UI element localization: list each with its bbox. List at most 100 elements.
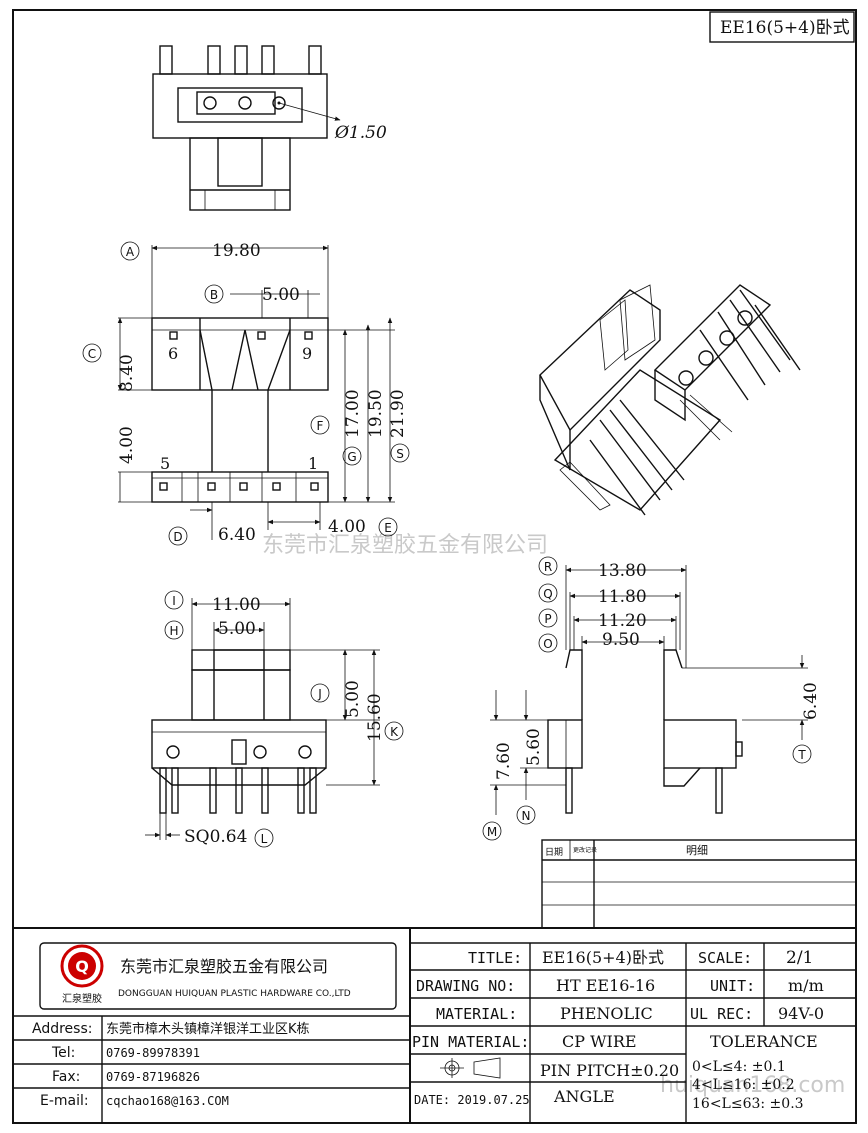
company-name-en: DONGGUAN HUIQUAN PLASTIC HARDWARE CO.,LT… [118, 989, 351, 999]
revision-table: 日期 更改记录 明细 [541, 839, 857, 929]
ul-value: 94V-0 [778, 1004, 824, 1023]
svg-text:L: L [261, 832, 268, 846]
material-label: MATERIAL: [436, 1005, 517, 1023]
unit-label: UNIT: [710, 977, 755, 995]
dim-i-value: 11.00 [212, 595, 261, 615]
fax-label: Fax: [52, 1069, 80, 1085]
svg-text:P: P [544, 612, 551, 626]
projection-symbol-icon [440, 1057, 501, 1079]
sheet-border [12, 9, 857, 1124]
callout-b: B [204, 284, 224, 304]
dim-t-value: 6.40 [801, 682, 821, 720]
title-label: TITLE: [468, 949, 522, 967]
pin-material-label: PIN MATERIAL: [412, 1033, 529, 1051]
watermark-site: huiquan168.com [660, 1073, 845, 1098]
svg-text:K: K [390, 725, 399, 739]
dim-s-value: 21.90 [388, 389, 408, 438]
title-block: Q 汇泉塑胶 东莞市汇泉塑胶五金有限公司 DONGGUAN HUIQUAN PL… [13, 927, 856, 1123]
callout-m: M [482, 821, 502, 841]
svg-text:Q: Q [543, 587, 552, 601]
material-value: PHENOLIC [560, 1004, 653, 1023]
dim-n-value: 5.60 [524, 728, 544, 766]
svg-text:D: D [173, 530, 182, 544]
side-view: 13.80 11.80 11.20 9.50 6.40 7.60 5.60 [490, 561, 821, 815]
svg-text:G: G [347, 450, 356, 464]
pin-pitch: PIN PITCH±0.20 [540, 1061, 679, 1080]
pin-label-6: 6 [168, 344, 178, 363]
angle-label: ANGLE [553, 1087, 615, 1106]
svg-text:C: C [88, 347, 96, 361]
callout-s: S [390, 443, 410, 463]
callout-p: P [538, 608, 558, 628]
front-view: 6 9 5 1 19.80 5.00 8.40 4.00 17.00 19.50… [117, 241, 408, 545]
svg-text:F: F [317, 419, 324, 433]
isometric-view [539, 284, 801, 516]
svg-text:T: T [797, 748, 806, 762]
callout-o: O [538, 633, 558, 653]
pin-label-9: 9 [302, 344, 312, 363]
logo-text: 汇泉塑胶 [62, 992, 102, 1005]
dim-o-value: 9.50 [602, 630, 640, 650]
hole-diameter-label: Ø1.50 [334, 123, 387, 143]
email-value: cqchao168@163.COM [106, 1094, 229, 1108]
dim-q-value: 11.80 [598, 587, 647, 607]
callout-r: R [538, 556, 558, 576]
rev-col-record: 更改记录 [573, 846, 597, 854]
callout-e: E [378, 517, 398, 537]
svg-text:B: B [210, 288, 218, 302]
pin-material-value: CP WIRE [562, 1032, 637, 1051]
dim-d-value: 6.40 [218, 525, 256, 545]
ul-label: UL REC: [690, 1005, 753, 1023]
company-logo: Q 汇泉塑胶 [60, 944, 104, 1005]
svg-text:H: H [169, 624, 178, 638]
tolerance-2: 4<L≤16: ±0.2 [692, 1077, 795, 1093]
callout-j: J [310, 683, 330, 703]
address-label: Address: [32, 1021, 92, 1037]
svg-text:S: S [396, 447, 404, 461]
tolerance-label: TOLERANCE [710, 1032, 818, 1051]
svg-text:I: I [172, 594, 176, 608]
date-value: DATE: 2019.07.25 [414, 1093, 530, 1107]
fax-value: 0769-87196826 [106, 1070, 200, 1084]
bottom-view: 11.00 5.00 5.00 15.60 SQ0.64 [145, 595, 385, 847]
title-value: EE16(5+4)卧式 [542, 948, 664, 967]
tel-value: 0769-89978391 [106, 1046, 200, 1060]
email-label: E-mail: [40, 1093, 89, 1109]
callout-n: N [516, 805, 536, 825]
callout-t: T [792, 744, 812, 764]
callout-k: K [384, 721, 404, 741]
callout-c: C [82, 343, 102, 363]
dim-k-value: 15.60 [365, 693, 385, 742]
callout-f: F [310, 415, 330, 435]
header-title: EE16(5+4)卧式 [720, 18, 850, 38]
watermark-company: 东莞市汇泉塑胶五金有限公司 [262, 533, 548, 558]
company-name-cn: 东莞市汇泉塑胶五金有限公司 [120, 957, 328, 976]
drawing-no-label: DRAWING NO: [416, 977, 515, 995]
pin-label-5: 5 [160, 454, 170, 473]
tolerance-3: 16<L≤63: ±0.3 [692, 1096, 804, 1112]
dim-g-value: 19.50 [366, 389, 386, 438]
callout-letters: A B C D E F G S I H J K L R Q P O T M N [82, 241, 812, 848]
top-view: Ø1.50 [152, 45, 387, 211]
dim-j-value: 5.00 [343, 680, 363, 718]
svg-text:E: E [384, 521, 392, 535]
scale-value: 2/1 [786, 948, 813, 968]
dim-a-value: 19.80 [212, 241, 261, 261]
rev-col-date: 日期 [545, 847, 563, 858]
dim-left-value: 4.00 [117, 426, 137, 464]
callout-q: Q [538, 583, 558, 603]
scale-label: SCALE: [698, 949, 752, 967]
drawing-no-value: HT EE16-16 [556, 976, 655, 995]
dim-m-value: 7.60 [494, 742, 514, 780]
dim-r-value: 13.80 [598, 561, 647, 581]
tel-label: Tel: [51, 1045, 75, 1061]
dim-h-value: 5.00 [218, 619, 256, 639]
unit-value: m/m [788, 976, 824, 995]
svg-text:M: M [487, 825, 497, 839]
svg-text:N: N [522, 809, 531, 823]
dim-f-value: 17.00 [343, 389, 363, 438]
tolerance-1: 0<L≤4: ±0.1 [692, 1059, 786, 1075]
svg-text:A: A [126, 245, 135, 259]
callout-i: I [164, 590, 184, 610]
